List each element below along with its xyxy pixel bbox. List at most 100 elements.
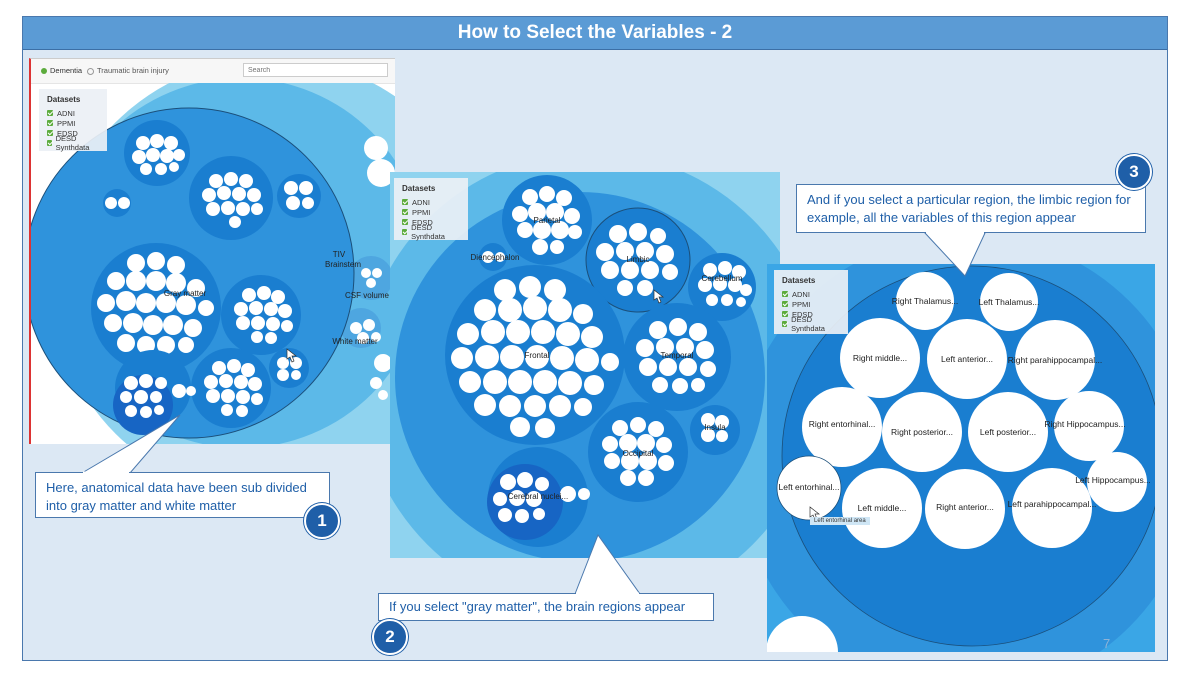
dataset-ppmi[interactable]: PPMI [402, 207, 460, 217]
checkbox-icon[interactable] [782, 291, 788, 297]
callout-3: And if you select a particular region, t… [796, 184, 1146, 233]
callout-1-text: Here, anatomical data have been sub divi… [46, 480, 307, 513]
label-region: Left middle... [858, 503, 907, 513]
top-toolbar: Dementia Traumatic brain injury [31, 59, 395, 84]
label-region: Right anterior... [936, 502, 994, 512]
label-diencephalon: Diencephalon [471, 253, 520, 262]
tooltip: Left entorhinal area [810, 517, 870, 525]
cluster-large[interactable] [91, 243, 221, 373]
dataset-adni[interactable]: ADNI [782, 289, 840, 299]
bubble-chart-2: Parietal Diencephalon Limbic Cerebellum … [390, 172, 780, 558]
cursor-icon [286, 348, 298, 363]
label-csf-volume: CSF volume [345, 291, 390, 300]
datasets-header: Datasets [402, 184, 436, 193]
dataset-label: DESD Synthdata [55, 134, 90, 152]
region-right-thalamus[interactable] [896, 272, 954, 330]
cerebellum-bubble[interactable] [688, 253, 756, 321]
dataset-adni[interactable]: ADNI [402, 197, 460, 207]
dataset-desd[interactable]: DESD Synthdata [47, 134, 99, 152]
radio-label: Traumatic brain injury [97, 66, 169, 75]
region-left-hippocampus[interactable] [1087, 452, 1147, 512]
dataset-label: ADNI [412, 197, 430, 207]
dataset-desd[interactable]: DESD Synthdata [782, 315, 840, 333]
checkbox-icon[interactable] [47, 140, 52, 146]
checkbox-icon[interactable] [782, 301, 788, 307]
cluster-1[interactable] [124, 120, 190, 186]
checkbox-icon[interactable] [782, 321, 788, 327]
region-left-parahippocampal[interactable] [1012, 468, 1092, 548]
step-badge-2: 2 [372, 619, 408, 655]
region-left-thalamus[interactable] [980, 273, 1038, 331]
cluster-2[interactable] [189, 156, 273, 240]
checkbox-icon[interactable] [402, 209, 408, 215]
bubble-chart-3: Right Thalamus... Left Thalamus... Right… [767, 264, 1155, 652]
occipital-bubble[interactable] [588, 402, 688, 502]
dataset-label: ADNI [792, 289, 810, 299]
dataset-adni[interactable]: ADNI [47, 108, 99, 118]
label-temporal: Temporal [661, 351, 694, 360]
page-number: 7 [1103, 636, 1110, 651]
dataset-label: PPMI [57, 118, 76, 128]
region-right-entorhinal[interactable] [802, 387, 882, 467]
bg-bubble [374, 354, 392, 372]
region-bubbles[interactable] [776, 272, 1147, 549]
frontal-bubble[interactable] [445, 265, 625, 445]
radio-tbi[interactable]: Traumatic brain injury [87, 66, 169, 75]
cluster-4[interactable] [221, 275, 301, 355]
region-left-anterior[interactable] [927, 319, 1007, 399]
limbic-bubble[interactable] [585, 207, 691, 313]
region-right-middle[interactable] [840, 318, 920, 398]
datasets-panel: Datasets ADNI PPMI EDSD DESD Synthdata [39, 89, 107, 152]
cluster-5[interactable] [191, 348, 271, 428]
label-cerebellum: Cerebellum [702, 274, 743, 283]
dataset-edsd[interactable]: EDSD [47, 128, 99, 138]
dataset-edsd[interactable]: EDSD [402, 217, 460, 227]
label-region: Left entorhinal... [779, 482, 840, 492]
checkbox-icon[interactable] [47, 120, 53, 126]
dataset-label: EDSD [412, 217, 433, 227]
cluster-3[interactable] [277, 174, 321, 218]
insula-bubble[interactable] [690, 405, 740, 455]
checkbox-icon[interactable] [402, 199, 408, 205]
region-left-posterior[interactable] [968, 392, 1048, 472]
search-input[interactable] [243, 63, 388, 77]
region-left-middle[interactable] [842, 468, 922, 548]
label-gray-matter: Gray matter [164, 289, 207, 298]
temporal-bubble[interactable] [623, 303, 731, 411]
dataset-label: PPMI [412, 207, 431, 217]
slide-title: How to Select the Variables - 2 [23, 17, 1167, 50]
checkbox-icon[interactable] [782, 311, 788, 317]
parietal-bubble[interactable] [502, 175, 592, 265]
screenshot-1: Dementia Traumatic brain injury [29, 58, 395, 444]
label-occipital: Occipital [623, 449, 654, 458]
region-left-entorhinal[interactable] [776, 455, 842, 521]
checkbox-icon[interactable] [47, 130, 53, 136]
dataset-ppmi[interactable]: PPMI [782, 299, 840, 309]
label-region: Right Hippocampus... [1044, 419, 1125, 429]
checkbox-icon[interactable] [402, 229, 408, 235]
checkbox-icon[interactable] [402, 219, 408, 225]
region-right-anterior[interactable] [925, 469, 1005, 549]
right-edge-bubbles [350, 268, 388, 400]
callout-2: If you select "gray matter", the brain r… [378, 593, 714, 621]
diencephalon-bubble[interactable] [479, 243, 507, 271]
label-frontal: Frontal [525, 351, 550, 360]
label-parietal: Parietal [533, 216, 560, 225]
cluster-small[interactable] [103, 189, 131, 217]
dataset-ppmi[interactable]: PPMI [47, 118, 99, 128]
region-right-hippocampus[interactable] [1054, 391, 1124, 461]
dataset-label: EDSD [57, 128, 78, 138]
radio-dementia[interactable]: Dementia [41, 66, 82, 75]
cerebral-nuclei-bubble[interactable] [487, 447, 590, 547]
dataset-edsd[interactable]: EDSD [782, 309, 840, 319]
dataset-label: ADNI [57, 108, 75, 118]
bg-bubble [367, 159, 395, 187]
dataset-label: DESD Synthdata [791, 315, 825, 333]
dataset-desd[interactable]: DESD Synthdata [402, 223, 460, 241]
checkbox-icon[interactable] [47, 110, 53, 116]
region-right-posterior[interactable] [882, 392, 962, 472]
label-tiv: TIV [333, 250, 346, 259]
dataset-label: PPMI [792, 299, 811, 309]
cursor-icon [653, 289, 665, 304]
region-right-parahippocampal[interactable] [1015, 320, 1095, 400]
